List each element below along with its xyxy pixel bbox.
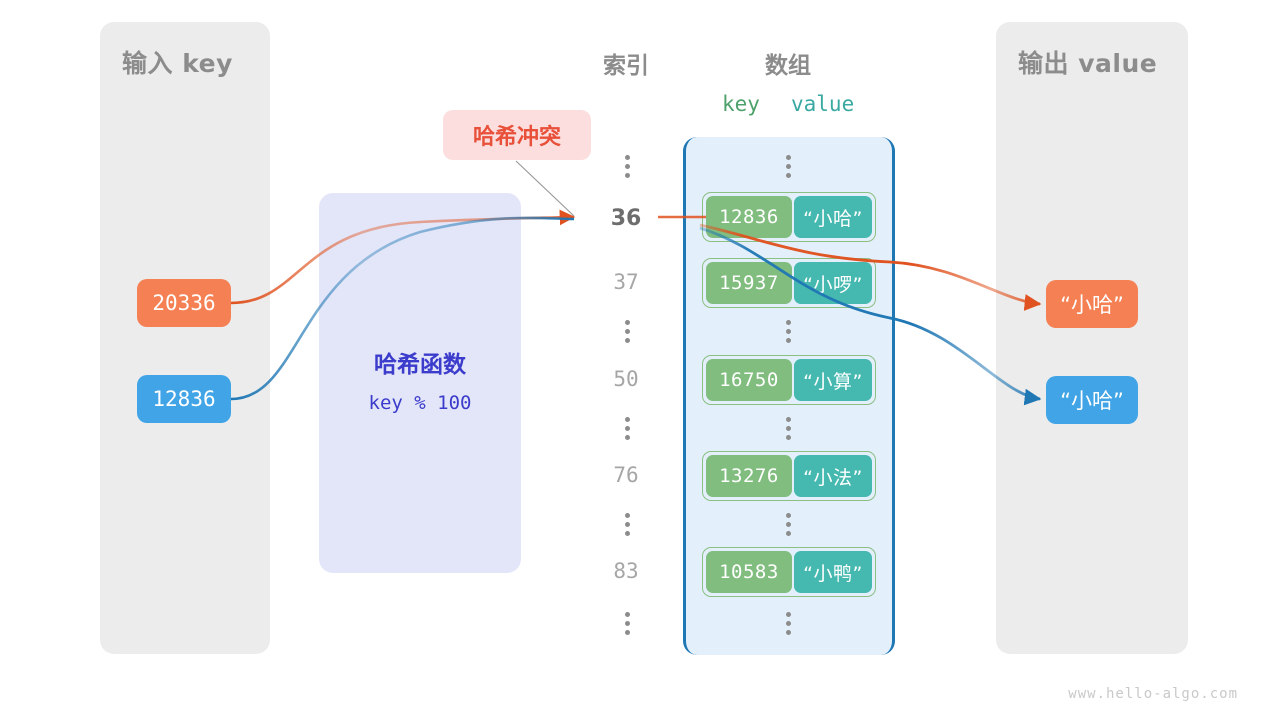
bucket-row-36[interactable]: 12836 “小哈”	[702, 192, 876, 242]
bucket-value-50: “小算”	[793, 359, 872, 401]
bucket-value-36: “小哈”	[793, 196, 872, 238]
input-panel-title: 输入 key	[122, 49, 233, 78]
index-ellipsis-1	[621, 320, 635, 346]
value-sub-header: value	[791, 92, 855, 116]
output-value-blue[interactable]: “小哈”	[1046, 376, 1138, 424]
hash-function-box	[319, 193, 521, 573]
key-sub-header: key	[722, 92, 760, 116]
hash-collision-callout: 哈希冲突	[443, 110, 591, 160]
index-label-37: 37	[613, 270, 639, 294]
hash-function-formula: key % 100	[368, 392, 472, 414]
bucket-row-76[interactable]: 13276 “小法”	[702, 451, 876, 501]
array-ellipsis-3	[782, 513, 796, 539]
array-ellipsis-2	[782, 417, 796, 443]
index-ellipsis-2	[621, 417, 635, 443]
collision-leader-line	[515, 160, 575, 217]
array-ellipsis-bottom	[782, 612, 796, 638]
bucket-key-36: 12836	[706, 196, 792, 238]
bucket-value-83: “小鸭”	[793, 551, 872, 593]
bucket-key-37: 15937	[706, 262, 792, 304]
bucket-row-83[interactable]: 10583 “小鸭”	[702, 547, 876, 597]
bucket-key-76: 13276	[706, 455, 792, 497]
output-panel	[996, 22, 1188, 654]
index-label-83: 83	[613, 559, 639, 583]
index-ellipsis-3	[621, 513, 635, 539]
index-label-36: 36	[610, 206, 642, 231]
index-column-header: 索引	[603, 53, 649, 79]
bucket-key-83: 10583	[706, 551, 792, 593]
index-ellipsis-bottom	[621, 612, 635, 638]
index-ellipsis-top	[621, 155, 635, 181]
bucket-value-76: “小法”	[793, 455, 872, 497]
bucket-key-50: 16750	[706, 359, 792, 401]
index-label-50: 50	[613, 367, 639, 391]
watermark: www.hello-algo.com	[1068, 686, 1238, 702]
array-ellipsis-top	[782, 155, 796, 181]
bucket-row-37[interactable]: 15937 “小啰”	[702, 258, 876, 308]
array-column-header: 数组	[765, 53, 811, 79]
index-label-76: 76	[613, 463, 639, 487]
hash-function-title: 哈希函数	[374, 352, 466, 378]
output-value-orange[interactable]: “小哈”	[1046, 280, 1138, 328]
input-panel	[100, 22, 270, 654]
array-ellipsis-1	[782, 320, 796, 346]
input-key-12836[interactable]: 12836	[137, 375, 231, 423]
output-panel-title: 输出 value	[1018, 49, 1158, 78]
input-key-20336[interactable]: 20336	[137, 279, 231, 327]
bucket-row-50[interactable]: 16750 “小算”	[702, 355, 876, 405]
bucket-value-37: “小啰”	[793, 262, 872, 304]
